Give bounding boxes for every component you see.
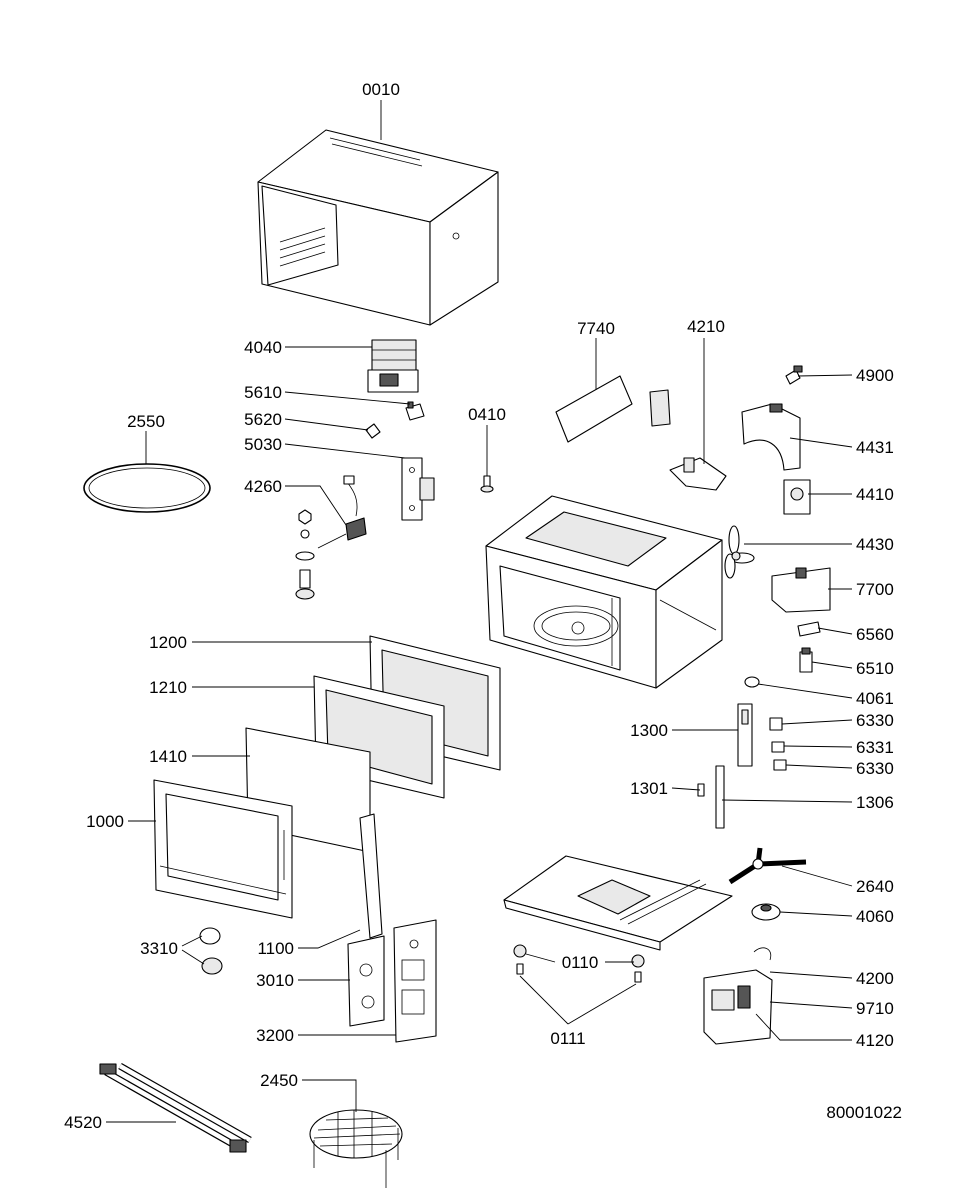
callout-4260: 4260 [244,477,282,496]
part-switch-6331 [771,741,785,753]
callout-7740: 7740 [577,319,615,338]
callout-1200: 1200 [149,633,187,652]
callout-1000: 1000 [86,812,124,831]
callout-9710: 9710 [856,999,894,1018]
callout-6560: 6560 [856,625,894,644]
callout-2450: 2450 [260,1071,298,1090]
part-6510 [799,647,813,673]
callout-4431: 4431 [856,438,894,457]
callout-4040: 4040 [244,338,282,357]
part-fan-motor [783,479,811,515]
callout-4061: 4061 [856,689,894,708]
part-switch-6330-a [769,717,783,731]
callout-5030: 5030 [244,435,282,454]
leader-lines [106,100,853,1123]
part-duct-7700 [771,567,831,613]
diagram-reference-number: 80001022 [826,1103,902,1122]
callout-4520: 4520 [64,1113,102,1132]
callout-7700: 7700 [856,580,894,599]
callout-5620: 5620 [244,410,282,429]
part-heater [99,1062,252,1153]
part-switch-6330-b [773,759,787,771]
part-door-front [153,779,293,919]
part-lamp [785,365,803,385]
part-base-plate [503,855,733,951]
part-oven-cavity [485,495,723,689]
part-4061 [744,676,760,688]
part-switch-bracket [401,457,435,521]
part-feet-0110 [513,944,645,968]
part-grill-rack [309,1109,403,1188]
callout-4900: 4900 [856,366,894,385]
part-fan-blade [724,525,755,579]
part-magnetron [367,339,419,393]
callout-3310: 3310 [140,939,178,958]
part-air-duct [741,403,801,471]
part-6560 [797,621,821,637]
callout-4120: 4120 [856,1031,894,1050]
callout-0010: 0010 [362,80,400,99]
callout-2640: 2640 [856,877,894,896]
part-fuse-assembly [295,475,367,600]
callout-0111: 0111 [550,1029,585,1048]
callout-0110: 0110 [562,953,599,972]
callout-5610: 5610 [244,383,282,402]
part-control-panel [393,919,437,1043]
callout-4060: 4060 [856,907,894,926]
callout-1210: 1210 [149,678,187,697]
callout-6330-bottom: 6330 [856,759,894,778]
part-transformer [703,947,773,1045]
callout-1300: 1300 [630,721,668,740]
callout-1306: 1306 [856,793,894,812]
part-mica-cover [555,375,671,443]
part-feet-0111 [516,963,642,983]
part-screw [480,475,494,493]
callout-labels: 0010 4040 5610 5620 5030 4260 2550 0410 … [64,80,902,1132]
callout-6330-top: 6330 [856,711,894,730]
part-roller-stay [728,847,807,885]
part-interlock-1300 [737,703,753,767]
callout-1410: 1410 [149,747,187,766]
callout-3200: 3200 [256,1026,294,1045]
callout-1100: 1100 [257,939,294,958]
callout-6331: 6331 [856,738,894,757]
callout-1301: 1301 [630,779,668,798]
callout-4200: 4200 [856,969,894,988]
part-turntable-motor [751,903,781,921]
part-bracket-5610 [405,401,425,421]
part-knobs [199,927,223,975]
callout-4210: 4210 [687,317,725,336]
callout-4430: 4430 [856,535,894,554]
part-door-handle [359,813,383,939]
part-clip-5620 [365,423,381,439]
callout-4410: 4410 [856,485,894,504]
part-lever-1306 [715,765,725,829]
callout-2550: 2550 [127,412,165,431]
callout-6510: 6510 [856,659,894,678]
callout-0410: 0410 [468,405,506,424]
part-latch-4210 [669,457,727,491]
part-belt [83,463,211,513]
part-control-insert [347,935,385,1027]
callout-3010: 3010 [256,971,294,990]
part-outer-cabinet [257,129,499,326]
